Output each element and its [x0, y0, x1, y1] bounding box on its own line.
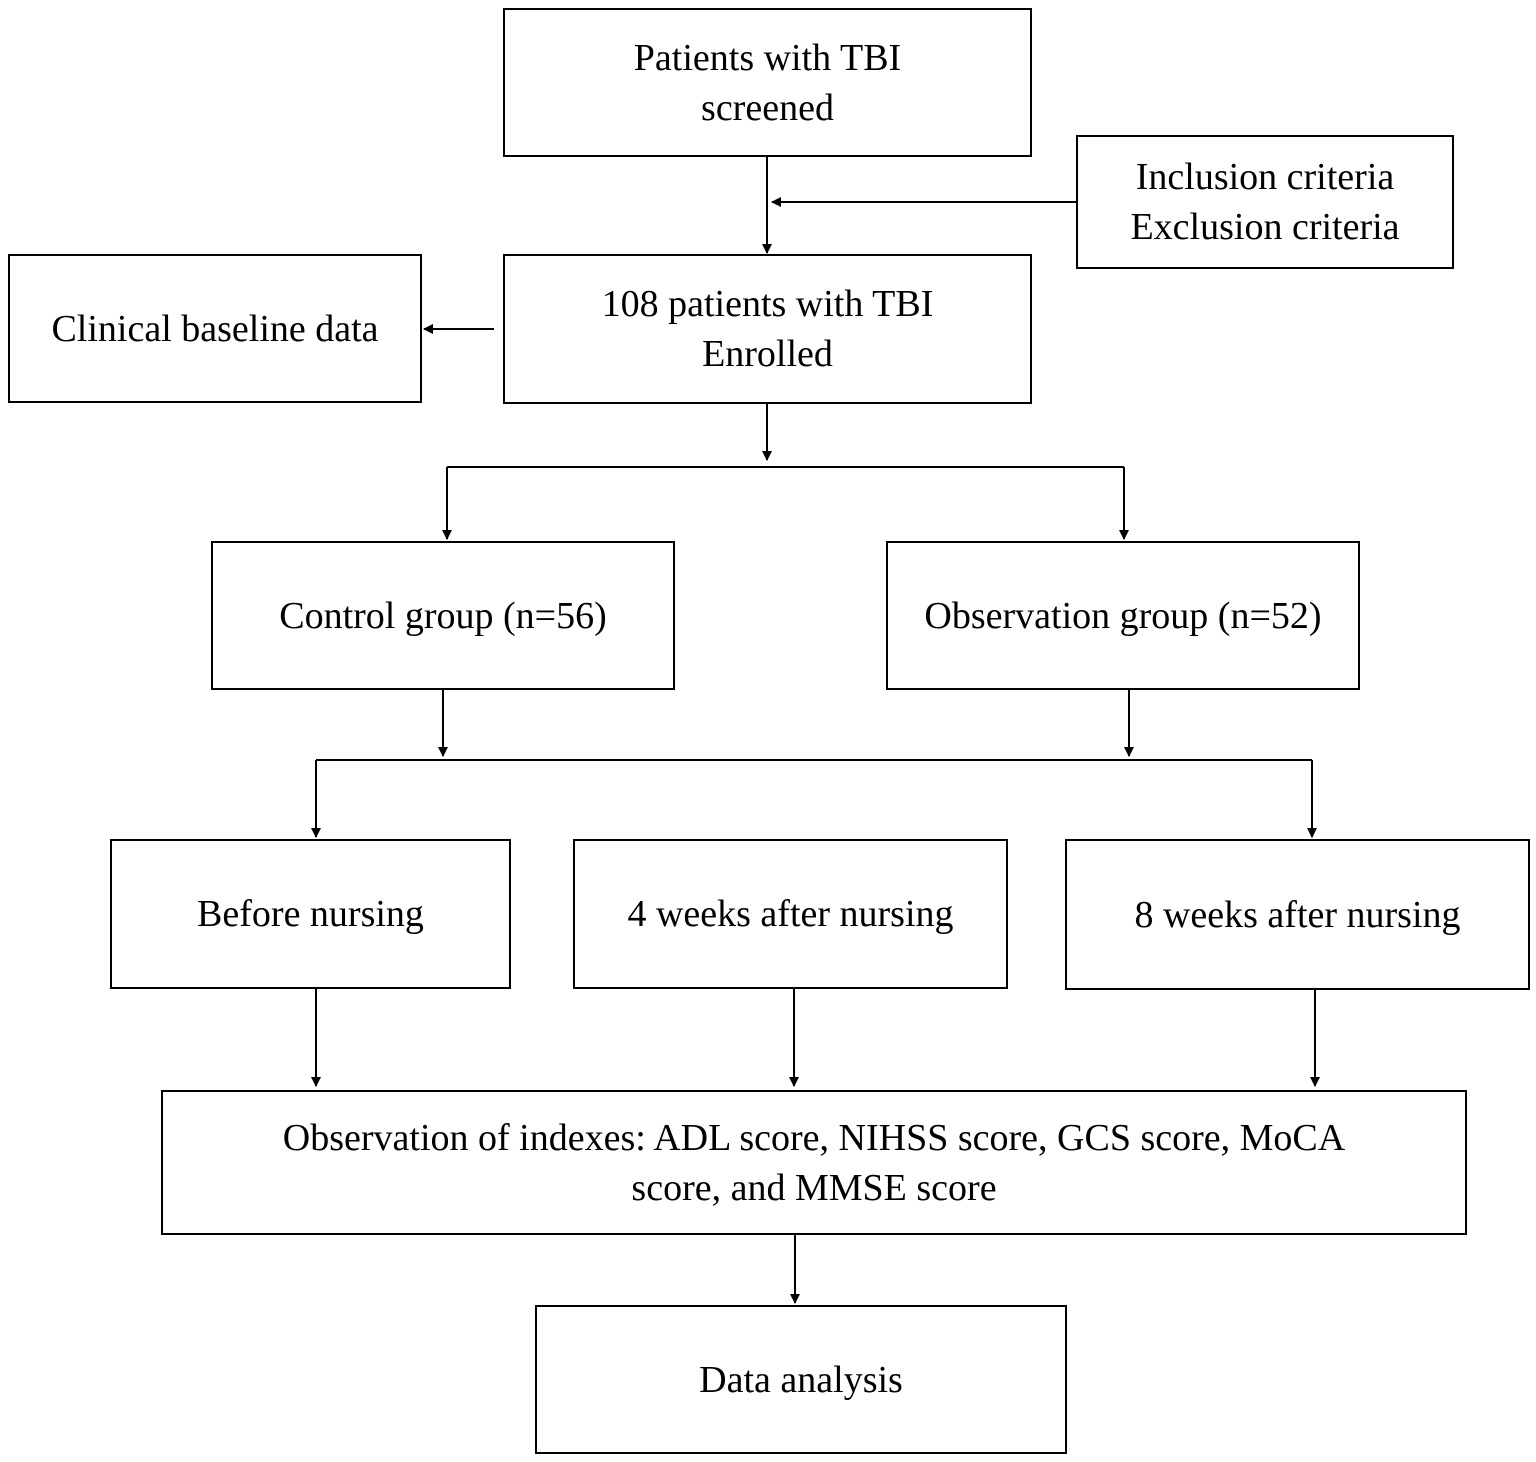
box-data-analysis: Data analysis [535, 1305, 1067, 1454]
box-text-line: Observation group (n=52) [924, 594, 1322, 637]
box-text-line: Observation of indexes: ADL score, NIHSS… [282, 1116, 1346, 1159]
box-text-line: 4 weeks after nursing [627, 893, 954, 935]
box-text-line: Clinical baseline data [51, 307, 379, 350]
box-text-line: screened [701, 86, 834, 129]
box-text-line: score, and MMSE score [631, 1166, 997, 1209]
box-4-weeks-after-nursing: 4 weeks after nursing [573, 839, 1008, 989]
box-clinical-baseline-data: Clinical baseline data [8, 254, 422, 403]
box-text-line: Exclusion criteria [1130, 206, 1400, 248]
box-patients-enrolled: 108 patients with TBI Enrolled [503, 254, 1032, 404]
box-observation-group: Observation group (n=52) [886, 541, 1360, 690]
box-text-line: 8 weeks after nursing [1134, 893, 1461, 936]
box-text-line: Enrolled [702, 333, 833, 375]
box-before-nursing: Before nursing [110, 839, 511, 989]
box-text-line: Control group (n=56) [279, 594, 607, 637]
box-text-line: Before nursing [197, 893, 424, 935]
box-control-group: Control group (n=56) [211, 541, 675, 690]
box-text-line: Patients with TBI [633, 36, 902, 79]
box-patients-screened: Patients with TBI screened [503, 8, 1032, 157]
box-text-line: Inclusion criteria [1135, 156, 1395, 198]
box-text-line: 108 patients with TBI [601, 283, 934, 325]
box-text-line: Data analysis [699, 1358, 903, 1401]
box-observation-of-indexes: Observation of indexes: ADL score, NIHSS… [161, 1090, 1467, 1235]
box-8-weeks-after-nursing: 8 weeks after nursing [1065, 839, 1530, 990]
